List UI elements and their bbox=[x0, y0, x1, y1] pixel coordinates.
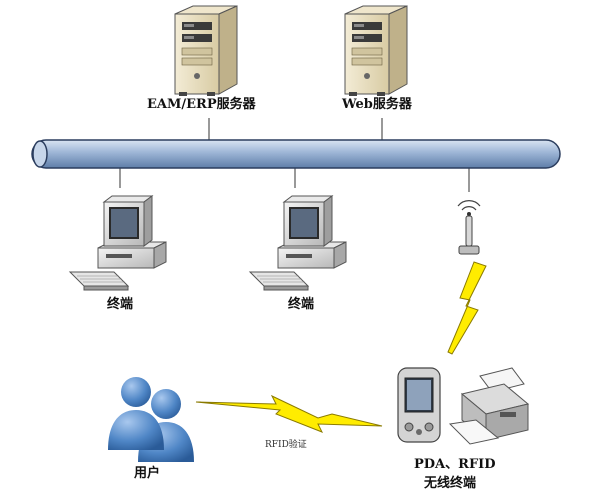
wireless-antenna-icon bbox=[457, 200, 481, 255]
wireless-terminal-label-line2: 无线终端 bbox=[424, 476, 477, 491]
network-bus bbox=[31, 139, 561, 169]
users-icon bbox=[108, 377, 194, 462]
users-label: 用户 bbox=[134, 466, 161, 481]
wireless-signal-icon bbox=[447, 261, 487, 355]
terminal-1-icon bbox=[69, 195, 167, 291]
rfid-link-label: RFID验证 bbox=[265, 440, 307, 450]
web-server-icon bbox=[344, 5, 408, 97]
terminal-1-label: 终端 bbox=[107, 297, 134, 312]
terminal-2-label: 终端 bbox=[288, 297, 315, 312]
rfid-signal-icon bbox=[195, 394, 383, 433]
terminal-2-icon bbox=[249, 195, 347, 291]
eam-server-icon bbox=[174, 5, 238, 97]
printer-icon bbox=[448, 367, 530, 445]
eam-server-label: EAM/ERP服务器 bbox=[147, 97, 256, 112]
pda-device-icon bbox=[397, 367, 441, 443]
web-server-label: Web服务器 bbox=[342, 97, 412, 112]
wireless-terminal-label-line1: PDA、RFID bbox=[414, 457, 496, 472]
